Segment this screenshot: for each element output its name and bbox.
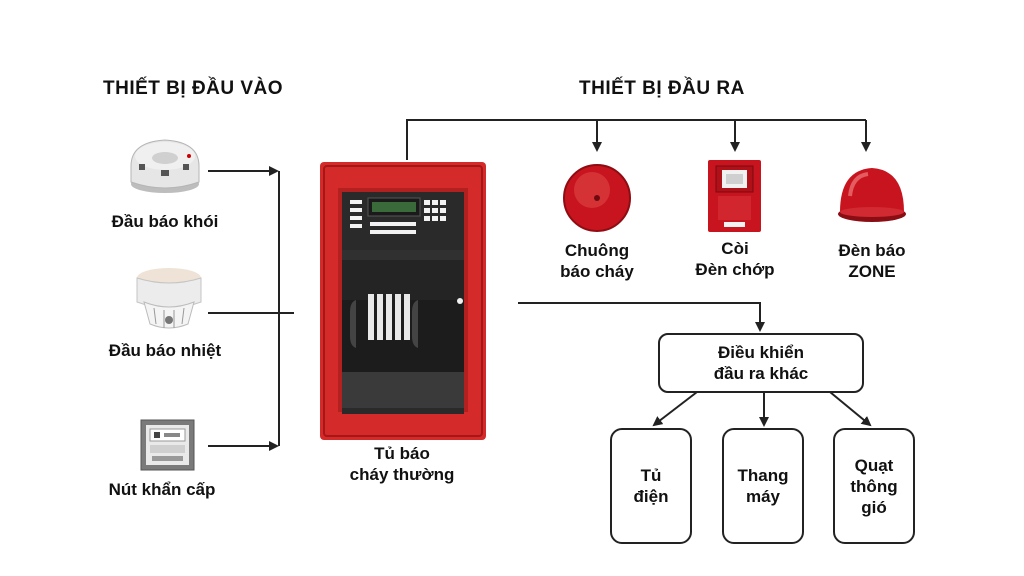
electrical-cabinet-box: Tủ điện (610, 428, 692, 544)
zone-lamp-label-line1: Đèn báo (838, 241, 906, 260)
ventilation-fan-line3: gió (861, 497, 887, 517)
heat-detector-label: Đầu báo nhiệt (108, 341, 222, 360)
other-outputs-line2: đầu ra khác (713, 364, 809, 383)
output-devices-heading: THIẾT BỊ ĐẦU RA (579, 78, 745, 99)
smoke-detector-icon (130, 139, 200, 193)
electrical-cabinet-line2: điện (633, 487, 669, 506)
fire-bell-label-line2: báo cháy (560, 262, 634, 281)
ventilation-fan-line2: thông (850, 476, 898, 496)
zone-lamp-label: Đèn báo ZONE (812, 240, 932, 282)
fire-alarm-panel-icon (320, 162, 486, 440)
other-outputs-box: Điều khiển đầu ra khác (658, 333, 864, 393)
ventilation-fan-line1: Quạt (854, 455, 894, 475)
fire-bell-label: Chuông báo cháy (540, 240, 654, 282)
elevator-line2: máy (745, 487, 781, 506)
zone-lamp-label-line2: ZONE (848, 262, 896, 281)
horn-strobe-label: Còi Đèn chớp (675, 238, 795, 280)
elevator-box: Thang máy (722, 428, 804, 544)
input-devices-heading: THIẾT BỊ ĐẦU VÀO (103, 78, 284, 99)
horn-strobe-icon (708, 160, 761, 232)
emergency-button-icon (140, 419, 195, 471)
horn-strobe-label-line2: Đèn chớp (695, 260, 775, 279)
panel-label: Tủ báo cháy thường (322, 443, 482, 485)
electrical-cabinet-line1: Tủ (640, 466, 662, 485)
horn-strobe-label-line1: Còi (721, 239, 749, 258)
panel-label-line1: Tủ báo (374, 444, 430, 463)
smoke-detector-label: Đầu báo khói (111, 212, 219, 231)
zone-lamp-icon (838, 168, 906, 222)
elevator-line1: Thang (737, 466, 789, 485)
fire-bell-label-line1: Chuông (564, 241, 630, 260)
other-outputs-line1: Điều khiển (718, 343, 804, 362)
heat-detector-icon (136, 268, 202, 329)
panel-label-line2: cháy thường (349, 465, 455, 484)
emergency-button-label: Nút khẩn cấp (108, 480, 216, 499)
ventilation-fan-box: Quạt thông gió (833, 428, 915, 544)
fire-bell-icon (563, 164, 631, 232)
